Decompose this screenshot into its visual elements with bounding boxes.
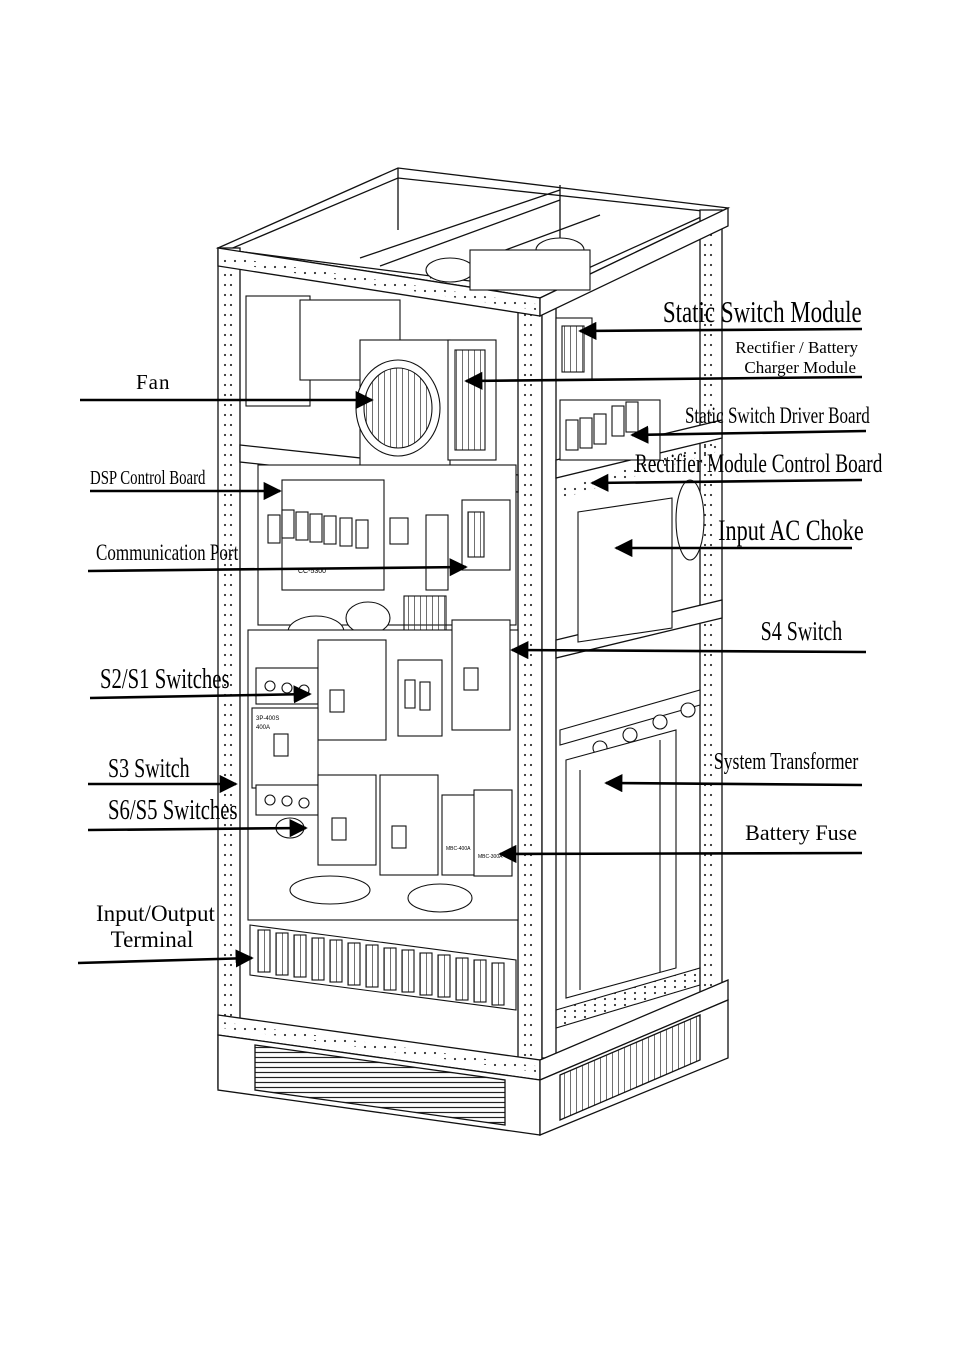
label-input-output-terminal-line2: Terminal <box>110 927 194 952</box>
label-battery-fuse: Battery Fuse <box>745 820 857 845</box>
system-transformer <box>565 729 677 999</box>
arrow-input-output-terminal <box>77 949 254 968</box>
breaker-s6 <box>317 774 377 866</box>
callout-arrows <box>77 321 867 968</box>
fuse-2-code: MBC-300A <box>478 854 503 860</box>
label-static-switch-module: Static Switch Module <box>663 294 862 329</box>
arrow-battery-fuse <box>498 844 863 864</box>
switch-section: 3P-400S 400A MBC-400A MBC-300A <box>247 619 519 921</box>
arrow-s2-s1-switches <box>89 685 312 704</box>
label-static-switch-driver-board: Static Switch Driver Board <box>685 403 870 428</box>
control-section: CC-5300 <box>257 464 517 649</box>
breaker-1-rating: 400A <box>256 725 270 731</box>
breaker-s4 <box>451 619 511 731</box>
label-s6-s5-switches: S6/S5 Switches <box>108 795 238 826</box>
fuse-1 <box>441 794 477 876</box>
input-ac-choke <box>577 497 673 643</box>
arrow-communication-port <box>87 558 468 577</box>
label-rectifier-battery-charger-line1: Rectifier / Battery <box>735 338 858 357</box>
right-compartment <box>555 479 705 1029</box>
breaker-s5 <box>379 774 439 876</box>
label-rectifier-battery-charger-line2: Charger Module <box>744 358 856 377</box>
label-s2-s1-switches: S2/S1 Switches <box>100 664 230 695</box>
terminal-block <box>249 924 517 1011</box>
label-system-transformer: System Transformer <box>713 749 858 775</box>
label-fan: Fan <box>136 370 171 394</box>
arrow-rectifier-battery-charger <box>464 371 863 390</box>
label-dsp-control-board: DSP Control Board <box>90 467 206 489</box>
arrow-s6-s5-switches <box>87 819 308 838</box>
arrow-system-transformer <box>604 774 863 793</box>
battery-fuse <box>473 789 513 877</box>
board-code: CC-5300 <box>298 568 326 575</box>
label-rectifier-module-control-board: Rectifier Module Control Board <box>634 449 882 478</box>
arrow-static-switch-driver-board <box>630 425 867 444</box>
label-communication-port: Communication Port <box>96 540 239 565</box>
label-input-ac-choke: Input AC Choke <box>718 514 864 547</box>
arrow-s4-switch <box>510 640 867 660</box>
breaker-1-code: 3P-400S <box>256 716 279 722</box>
arrow-rectifier-module-control-board <box>590 473 863 492</box>
breaker-s2 <box>317 639 387 741</box>
cabinet-frame <box>215 167 731 1136</box>
label-input-output-terminal-line1: Input/Output <box>96 901 215 926</box>
label-s3-switch: S3 Switch <box>108 753 190 783</box>
label-s4-switch: S4 Switch <box>760 616 842 646</box>
arrow-static-switch-module <box>578 321 863 340</box>
fuse-1-code: MBC-400A <box>446 846 471 852</box>
